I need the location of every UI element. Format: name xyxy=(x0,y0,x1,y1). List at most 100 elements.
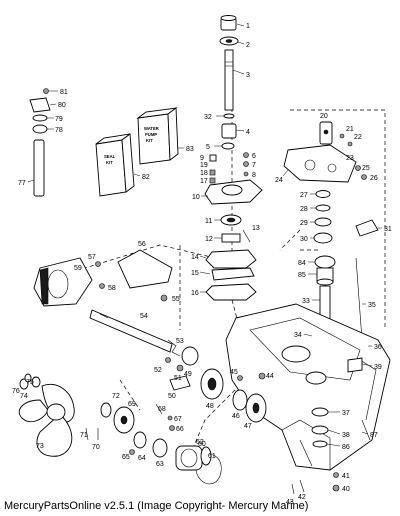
part-60-oring xyxy=(200,446,212,466)
callout-73: 73 xyxy=(36,443,44,450)
part-46-bearing xyxy=(232,389,248,411)
shift-linkage: SEAL KIT WATER PUMP KIT xyxy=(29,88,179,197)
part-86-washer xyxy=(312,440,328,448)
part-14-face-plate xyxy=(205,249,257,269)
callout-40: 40 xyxy=(342,486,350,493)
callout-61: 61 xyxy=(208,453,216,460)
callout-55: 55 xyxy=(172,296,180,303)
part-6-screw xyxy=(243,152,249,158)
callout-19: 19 xyxy=(200,162,208,169)
callout-29: 29 xyxy=(300,220,308,227)
callout-64: 64 xyxy=(138,455,146,462)
callout-7: 7 xyxy=(252,162,256,169)
callout-33: 33 xyxy=(302,298,310,305)
callout-46: 46 xyxy=(232,413,240,420)
part-32-oring xyxy=(223,113,235,119)
part-79-oring xyxy=(32,114,48,122)
part-21-screw xyxy=(339,133,345,139)
callout-35: 35 xyxy=(368,302,376,309)
part-53-spring xyxy=(167,339,181,357)
callout-6: 6 xyxy=(252,153,256,160)
callout-12: 12 xyxy=(205,236,213,243)
part-77-shift-shaft xyxy=(33,139,45,197)
part-4-sleeve xyxy=(221,123,237,139)
callout-2: 2 xyxy=(246,42,250,49)
callout-82: 82 xyxy=(142,174,150,181)
callout-81: 81 xyxy=(60,89,68,96)
callout-77: 77 xyxy=(18,180,26,187)
callout-44: 44 xyxy=(266,373,274,380)
callout-31: 31 xyxy=(384,226,392,233)
seal-kit-label-line2: KIT xyxy=(106,160,113,165)
part-51-cam xyxy=(176,364,184,372)
part-57-screw xyxy=(95,261,101,267)
callout-26: 26 xyxy=(370,175,378,182)
callout-8: 8 xyxy=(252,172,256,179)
water-pump-kit-label-line2: PUMP xyxy=(145,132,157,137)
callout-1: 1 xyxy=(246,23,250,30)
callout-67: 67 xyxy=(174,416,182,423)
part-52-pin xyxy=(165,357,171,363)
callout-84: 84 xyxy=(298,260,306,267)
callout-52: 52 xyxy=(154,367,162,374)
part-80-bushing xyxy=(29,97,51,113)
seal-kit-label-line1: SEAL xyxy=(104,154,116,159)
image-caption: MercuryPartsOnline v2.5.1 (Image Copyrig… xyxy=(4,500,309,512)
callout-78: 78 xyxy=(55,127,63,134)
callout-63: 63 xyxy=(156,461,164,468)
part-15-gasket xyxy=(211,267,255,281)
part-87-gear-housing xyxy=(361,419,371,441)
seal-kit-box: SEAL KIT xyxy=(95,133,135,197)
callout-57: 57 xyxy=(88,254,96,261)
part-39-anode xyxy=(347,357,363,373)
part-81-screw xyxy=(43,88,49,94)
part-84-bearing xyxy=(314,255,336,269)
callout-14: 14 xyxy=(191,254,199,261)
part-49-bearing xyxy=(181,346,199,366)
callout-27: 27 xyxy=(300,192,308,199)
part-24-shift-bracket xyxy=(283,144,357,183)
part-3-driveshaft-upper xyxy=(224,49,234,111)
gear-housing xyxy=(225,303,391,495)
lower-driveshaft-group xyxy=(283,121,379,353)
part-73-propeller xyxy=(41,384,75,423)
part-71-pin xyxy=(85,427,89,441)
callout-47: 47 xyxy=(244,423,252,430)
water-pump-kit-label-line1: WATER xyxy=(144,126,159,131)
part-72-washer xyxy=(100,402,112,418)
part-59-gear xyxy=(33,257,93,307)
part-45-screw xyxy=(237,375,243,381)
callout-28: 28 xyxy=(300,206,308,213)
callout-11: 11 xyxy=(205,218,212,225)
part-8-washer xyxy=(243,171,249,177)
part-7-screw xyxy=(243,161,249,167)
part-44-screw xyxy=(258,372,266,380)
part-67-screw xyxy=(167,415,173,421)
callout-37: 37 xyxy=(342,410,350,417)
water-pump-kit-box: WATER PUMP KIT xyxy=(136,107,179,165)
part-78-seal xyxy=(32,124,48,134)
callout-75: 75 xyxy=(26,379,34,386)
part-25-screw xyxy=(355,165,361,171)
callout-85: 85 xyxy=(298,272,306,279)
part-22-screw xyxy=(347,141,353,147)
callout-72: 72 xyxy=(112,393,120,400)
part-5-washer xyxy=(221,142,235,150)
callout-60: 60 xyxy=(198,441,206,448)
callout-51: 51 xyxy=(174,375,182,382)
part-9-gasket xyxy=(209,154,217,162)
callout-25: 25 xyxy=(362,165,370,172)
callout-13: 13 xyxy=(252,225,260,232)
part-75-washer xyxy=(31,376,41,388)
callout-71: 71 xyxy=(80,432,88,439)
part-56-bracket xyxy=(117,249,173,289)
part-26-washer xyxy=(361,174,367,180)
part-37-oring xyxy=(311,407,329,417)
callout-86: 86 xyxy=(342,444,350,451)
callout-76: 76 xyxy=(12,388,20,395)
part-63-bearing xyxy=(152,438,168,458)
callout-3: 3 xyxy=(246,72,250,79)
part-76-retainer xyxy=(24,373,32,383)
part-35-water-tube xyxy=(355,257,363,341)
